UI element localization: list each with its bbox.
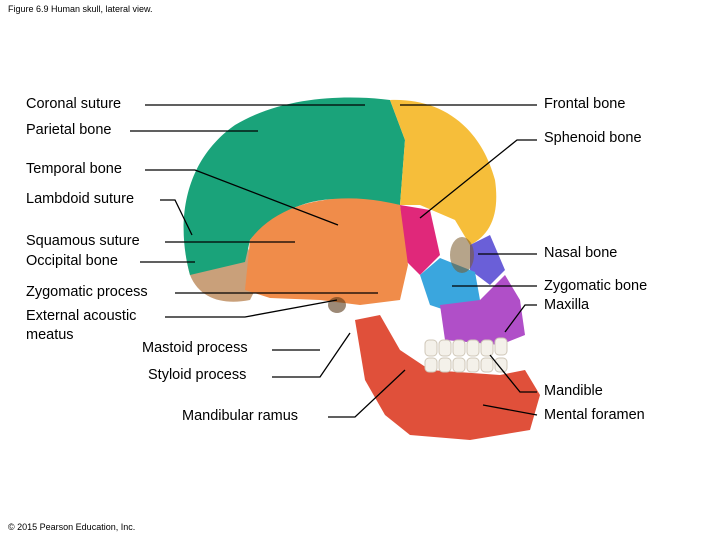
label-parietal-bone: Parietal bone: [26, 122, 112, 138]
mandible-bone-shape: [355, 315, 540, 440]
ear-canal-shape: [328, 297, 346, 313]
maxilla-bone-shape: [440, 275, 525, 345]
label-external-acoustic-meatus-line1: External acoustic: [26, 308, 137, 324]
label-mastoid-process: Mastoid process: [142, 340, 248, 356]
external-acoustic-meatus-line: [165, 299, 338, 318]
lambdoid-suture-line: [160, 199, 193, 236]
label-coronal-suture: Coronal suture: [26, 96, 122, 112]
maxilla-line: [504, 304, 537, 333]
label-maxilla: Maxilla: [544, 297, 590, 313]
frontal-bone-shape: [390, 99, 497, 245]
temporal-bone-line: [145, 169, 339, 226]
copyright-notice: © 2015 Pearson Education, Inc.: [8, 522, 136, 532]
label-styloid-process: Styloid process: [148, 367, 247, 383]
mandibular-ramus-line: [328, 369, 406, 418]
teeth-group: [424, 337, 508, 373]
label-mental-foramen: Mental foramen: [544, 407, 645, 423]
label-external-acoustic-meatus-line2: meatus: [26, 327, 74, 343]
label-mandibular-ramus: Mandibular ramus: [182, 408, 299, 424]
label-frontal-bone: Frontal bone: [544, 96, 626, 112]
label-mandible: Mandible: [544, 383, 603, 399]
mandible-line: [489, 354, 537, 393]
label-squamous-suture: Squamous suture: [26, 233, 140, 249]
mental-foramen-line: [482, 404, 538, 416]
label-temporal-bone: Temporal bone: [26, 161, 122, 177]
sphenoid-bone-line: [419, 139, 537, 219]
label-zygomatic-bone: Zygomatic bone: [544, 278, 648, 294]
leader-lines: [130, 104, 538, 418]
label-zygomatic-process: Zygomatic process: [26, 284, 148, 300]
label-nasal-bone: Nasal bone: [544, 245, 618, 261]
figure-caption: Figure 6.9 Human skull, lateral view.: [8, 4, 153, 14]
styloid-process-line: [272, 332, 351, 378]
temporal-bone-shape: [245, 198, 408, 305]
label-lambdoid-suture: Lambdoid suture: [26, 191, 135, 207]
parietal-bone-shape: [183, 97, 405, 275]
nasal-bone-shape: [470, 235, 505, 285]
orbit-shape: [450, 237, 474, 273]
sphenoid-bone-shape: [400, 205, 440, 275]
label-occipital-bone: Occipital bone: [26, 253, 118, 269]
label-sphenoid-bone: Sphenoid bone: [544, 130, 642, 146]
